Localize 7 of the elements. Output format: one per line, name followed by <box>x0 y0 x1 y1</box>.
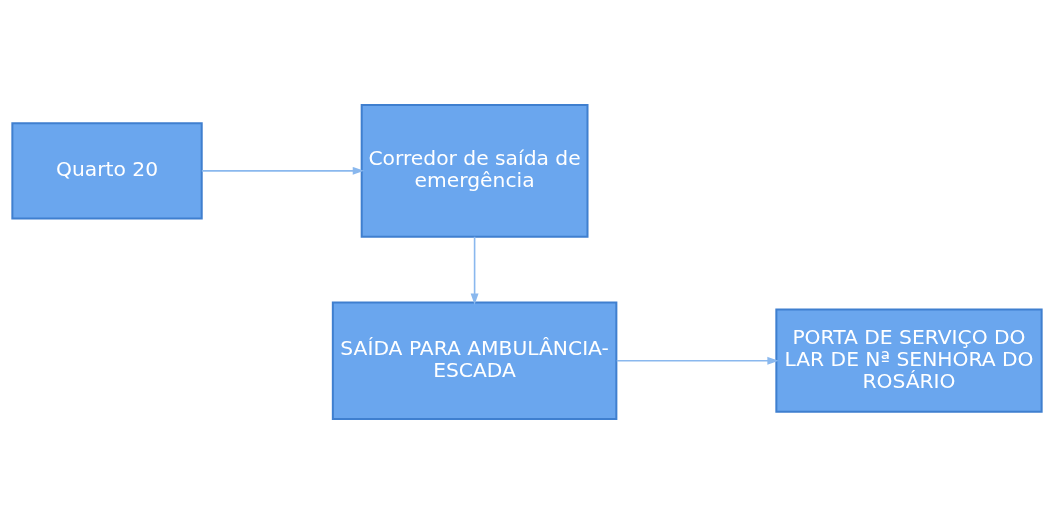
arrow <box>615 356 779 365</box>
arrow <box>201 166 365 175</box>
node-box: Quarto 20 <box>11 121 203 219</box>
arrow <box>470 235 479 305</box>
node-box: Corredor de saída de emergência <box>360 103 589 238</box>
node-box: SAÍDA PARA AMBULÂNCIA- ESCADA <box>331 301 618 420</box>
node-box: PORTA DE SERVIÇO DO LAR DE Nª SENHORA DO ROSÁRIO <box>775 308 1043 413</box>
